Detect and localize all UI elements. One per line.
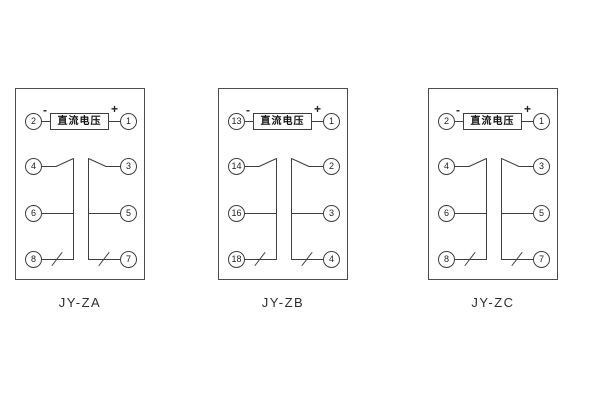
terminal-circle: 7 (533, 251, 550, 268)
wiring-lines (454, 121, 534, 266)
terminal-circle: 1 (323, 113, 340, 130)
terminal-circle: 16 (228, 205, 245, 222)
left-contact-group (454, 158, 487, 266)
terminal-circle: 7 (120, 251, 137, 268)
relay-diagram-jy-zc: 2 直流电压 1 - + 4 6 8 3 5 7 JY-ZC (428, 88, 558, 310)
terminal-circle: 2 (25, 113, 42, 130)
plus-sign: + (314, 102, 322, 116)
terminal-circle: 5 (120, 205, 137, 222)
diagram-frame: 2 直流电压 1 - + 4 6 8 3 5 7 (428, 88, 558, 280)
wiring-lines (41, 121, 121, 266)
terminal-circle: 3 (323, 205, 340, 222)
terminal-circle: 2 (323, 158, 340, 175)
diagram-caption: JY-ZA (58, 295, 102, 310)
right-contact-group (88, 158, 121, 266)
terminal-circle: 5 (533, 205, 550, 222)
plus-sign: + (524, 102, 532, 116)
terminal-circle: 4 (323, 251, 340, 268)
terminal-circle: 6 (25, 205, 42, 222)
dc-voltage-box: 直流电压 (50, 113, 109, 130)
terminal-circle: 1 (120, 113, 137, 130)
terminal-circle: 8 (438, 251, 455, 268)
terminal-circle: 3 (533, 158, 550, 175)
diagram-frame: 2 直流电压 1 - + 4 6 8 3 5 7 (15, 88, 145, 280)
diagram-frame: 13 直流电压 1 - + 14 16 18 2 3 4 (218, 88, 348, 280)
right-contact-group (291, 158, 324, 266)
terminal-circle: 3 (120, 158, 137, 175)
relay-diagram-jy-za: 2 直流电压 1 - + 4 6 8 3 5 7 JY-ZA (15, 88, 145, 310)
wiring-lines (244, 121, 324, 266)
minus-sign: - (456, 103, 460, 117)
dc-voltage-box: 直流电压 (253, 113, 312, 130)
terminal-circle: 4 (438, 158, 455, 175)
minus-sign: - (246, 103, 250, 117)
dc-voltage-box: 直流电压 (463, 113, 522, 130)
terminal-circle: 14 (228, 158, 245, 175)
left-contact-group (244, 158, 277, 266)
terminal-circle: 2 (438, 113, 455, 130)
diagram-caption: JY-ZB (261, 295, 305, 310)
terminal-circle: 8 (25, 251, 42, 268)
right-contact-group (501, 158, 534, 266)
terminal-circle: 6 (438, 205, 455, 222)
terminal-circle: 18 (228, 251, 245, 268)
diagram-caption: JY-ZC (471, 295, 515, 310)
terminal-circle: 1 (533, 113, 550, 130)
minus-sign: - (43, 103, 47, 117)
relay-diagram-jy-zb: 13 直流电压 1 - + 14 16 18 2 3 4 JY-ZB (218, 88, 348, 310)
left-contact-group (41, 158, 74, 266)
plus-sign: + (111, 102, 119, 116)
terminal-circle: 13 (228, 113, 245, 130)
terminal-circle: 4 (25, 158, 42, 175)
